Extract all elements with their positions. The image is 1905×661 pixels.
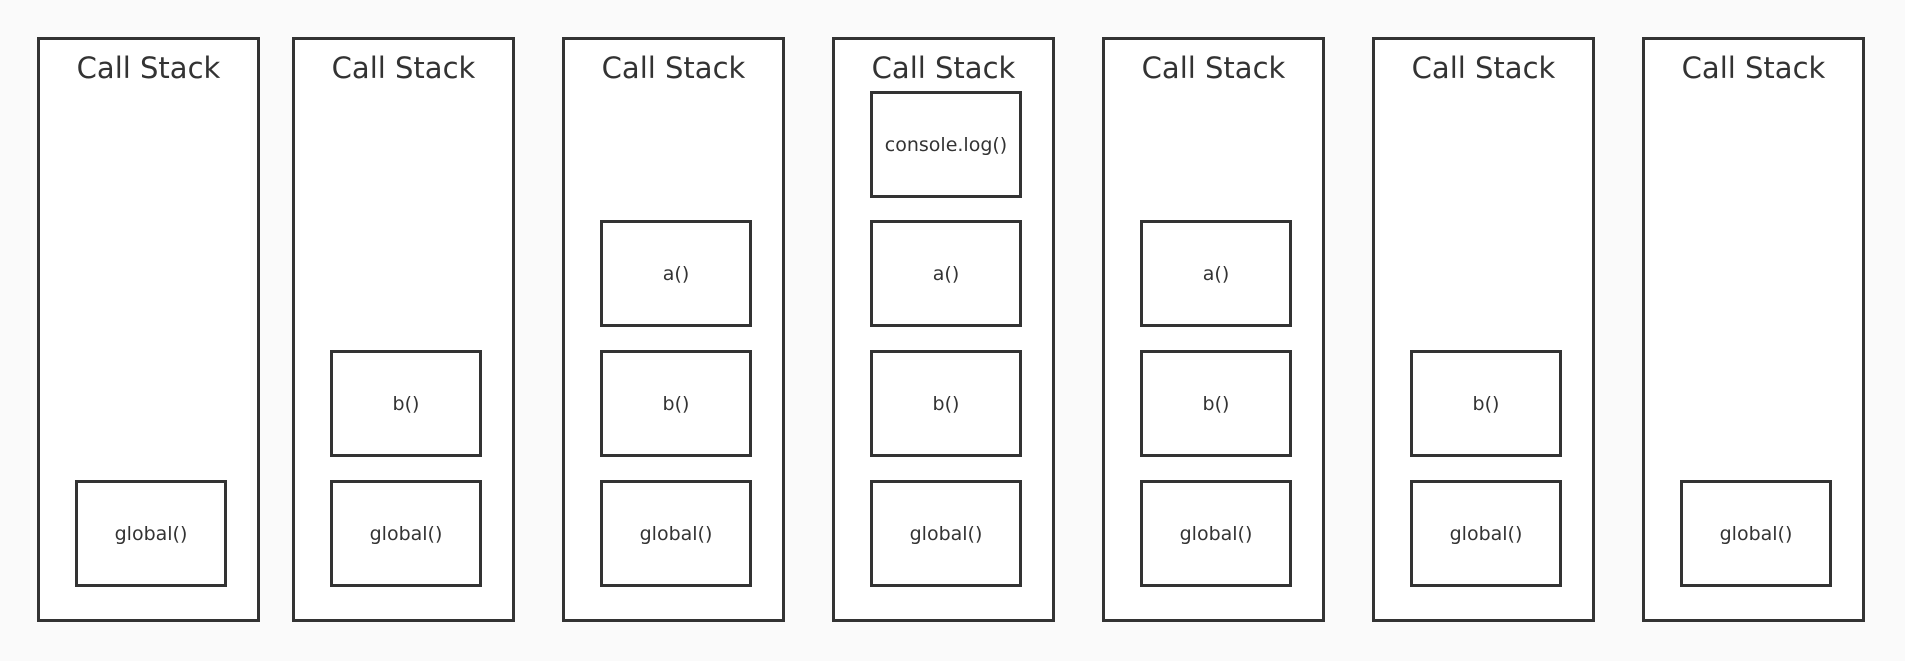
- call-stack-title: Call Stack: [871, 51, 1016, 85]
- call-stack-title: Call Stack: [1141, 51, 1286, 85]
- call-stack-title: Call Stack: [1411, 51, 1556, 85]
- call-stack-title: Call Stack: [76, 51, 221, 85]
- stack-frame-console-log: console.log(): [870, 91, 1022, 198]
- stack-frame-global: global(): [1410, 480, 1562, 587]
- stack-frame-b: b(): [1140, 350, 1292, 457]
- stack-frame-b: b(): [1410, 350, 1562, 457]
- stack-frame-global: global(): [1140, 480, 1292, 587]
- stack-frame-b: b(): [330, 350, 482, 457]
- call-stack-panel-7: Call Stack global(): [1642, 37, 1865, 622]
- stack-frame-global: global(): [75, 480, 227, 587]
- stack-frame-a: a(): [1140, 220, 1292, 327]
- call-stack-panel-2: Call Stack global() b(): [292, 37, 515, 622]
- call-stack-title: Call Stack: [601, 51, 746, 85]
- stack-frame-global: global(): [600, 480, 752, 587]
- stack-frame-global: global(): [870, 480, 1022, 587]
- stack-frame-b: b(): [870, 350, 1022, 457]
- call-stack-panel-3: Call Stack global() b() a(): [562, 37, 785, 622]
- stack-frame-a: a(): [870, 220, 1022, 327]
- call-stack-title: Call Stack: [331, 51, 476, 85]
- stack-frame-global: global(): [1680, 480, 1832, 587]
- call-stack-panel-4: Call Stack global() b() a() console.log(…: [832, 37, 1055, 622]
- stack-frame-a: a(): [600, 220, 752, 327]
- call-stack-title: Call Stack: [1681, 51, 1826, 85]
- call-stack-panel-5: Call Stack global() b() a(): [1102, 37, 1325, 622]
- call-stack-panel-1: Call Stack global(): [37, 37, 260, 622]
- stack-frame-b: b(): [600, 350, 752, 457]
- stack-frame-global: global(): [330, 480, 482, 587]
- call-stack-panel-6: Call Stack global() b(): [1372, 37, 1595, 622]
